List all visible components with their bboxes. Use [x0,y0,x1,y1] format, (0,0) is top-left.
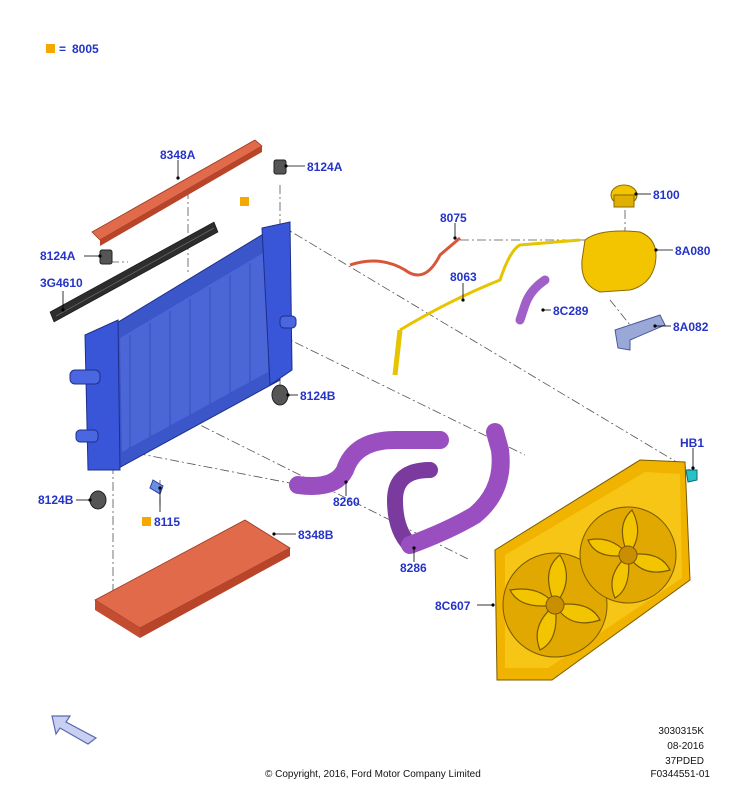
radiator-seal [49,221,219,323]
footer-date: 08-2016 [667,741,704,752]
isolator-8124B-right [271,384,289,406]
callout-8348A: 8348A [160,148,196,162]
radiator [69,221,297,471]
vehicle-front-arrow-icon [51,715,98,745]
legend-marker-8115 [142,517,151,526]
footer-copyright: © Copyright, 2016, Ford Motor Company Li… [265,769,481,780]
callout-8C289: 8C289 [553,304,589,318]
callout-8124A-left: 8124A [40,249,76,263]
air-deflector-lower [94,519,291,638]
pressure-cap [610,184,638,208]
footer-model: 37PDED [665,756,704,767]
footer-figure: F0344551-01 [650,769,711,780]
hose-8260 [289,431,449,495]
callout-8286: 8286 [400,561,427,575]
callout-8260: 8260 [333,495,360,509]
expansion-tank [581,230,657,293]
leader-dots [61,164,695,607]
tank-bracket [614,314,666,351]
callout-HB1: HB1 [680,436,704,450]
legend-swatch [46,44,55,53]
legend-equals: = [59,42,66,56]
callout-8348B: 8348B [298,528,334,542]
callout-8115: 8115 [154,515,180,529]
isolator-8124A-top [273,159,287,175]
callout-8100: 8100 [653,188,680,202]
callout-8075: 8075 [440,211,467,225]
isolator-8124A-left [99,249,113,265]
callout-8063: 8063 [450,270,477,284]
hose-8063 [392,238,581,376]
isolator-8124B-left [89,490,107,510]
callout-8124A-top: 8124A [307,160,343,174]
callout-8A080: 8A080 [675,244,711,258]
footer-code: 3030315K [658,726,704,737]
hose-8286 [386,423,510,554]
fan-shroud [494,459,691,681]
legend-marker-radiator [240,197,249,206]
leader-lines [62,160,694,606]
connector-hb1 [685,469,698,483]
hose-8075 [349,236,461,277]
callout-8124B-left: 8124B [38,493,74,507]
air-deflector-upper [91,139,263,246]
hose-8C289 [515,275,550,325]
legend-code: 8005 [72,42,99,56]
callout-8124B-right: 8124B [300,389,336,403]
callout-8A082: 8A082 [673,320,709,334]
callout-8C607: 8C607 [435,599,471,613]
callout-3G4610: 3G4610 [40,276,83,290]
